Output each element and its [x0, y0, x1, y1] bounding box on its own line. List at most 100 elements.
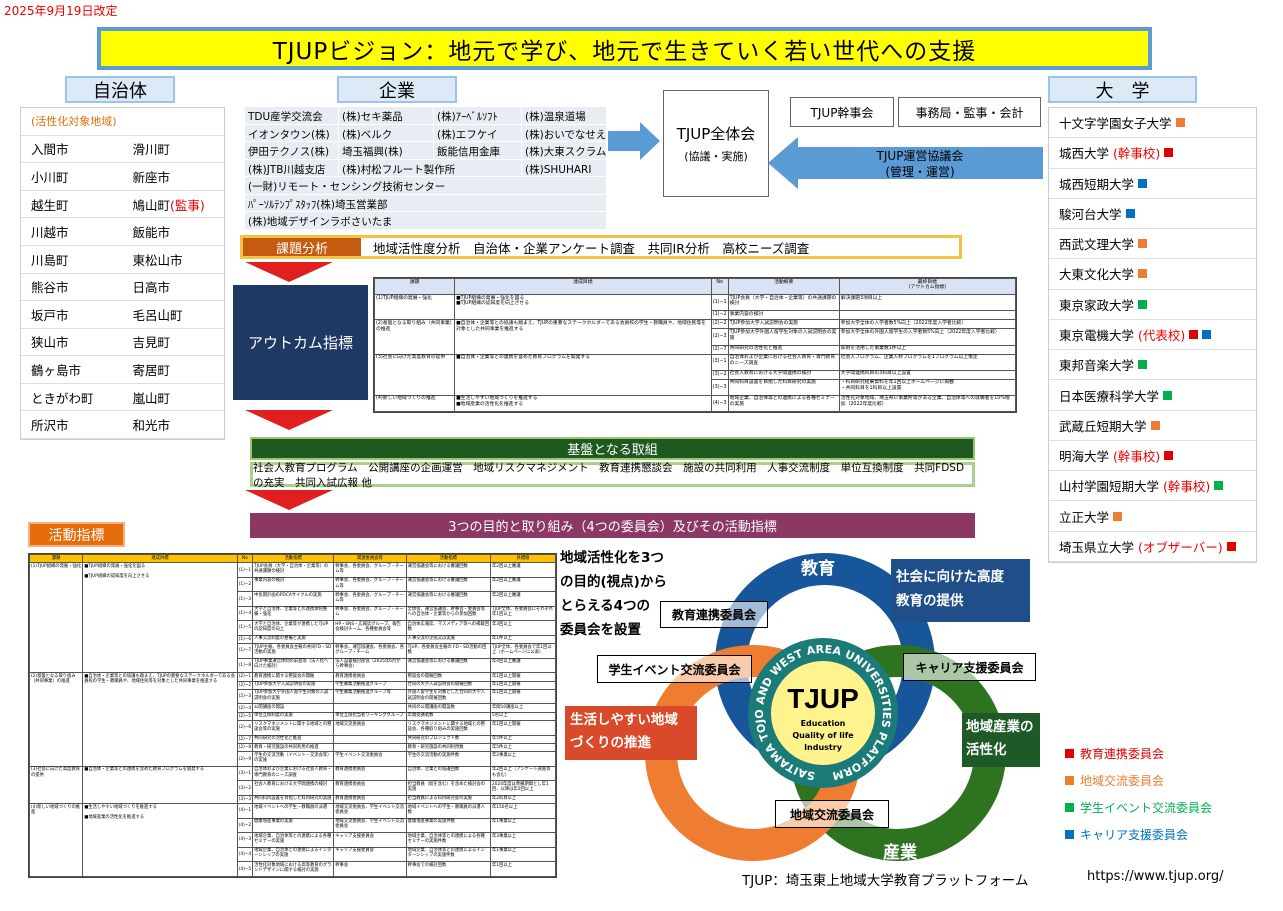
committee-marker-icon	[1138, 269, 1148, 279]
arrow-down-icon	[245, 262, 333, 282]
table-cell: 幹事会、各委員会、グループ・チーム等	[333, 562, 407, 578]
table-cell: 共同科目設置を目指した科目研究の実施	[252, 794, 335, 805]
university-name: 東邦音楽大学	[1059, 358, 1135, 374]
university-name: 埼玉県立大学	[1059, 539, 1135, 555]
logo-line: Industry	[804, 743, 843, 752]
table-cell: 参加大学全体の入学者数5%向上（2022年度入学者比較）	[838, 319, 1016, 330]
company-name: (一財)リモート・センシング技術センター	[245, 177, 607, 194]
table-cell: 運営協議会等における審議回数	[405, 657, 492, 674]
committee-marker-icon	[1138, 299, 1148, 309]
intro-line: とらえる4つの	[560, 598, 650, 614]
committee-marker-icon	[1163, 390, 1173, 400]
number-cell: (4)−2	[236, 817, 254, 834]
analysis-bar: 課題分析 地域活性度分析 自治体・企業アンケート調査 共同IR分析 高校ニーズ調…	[240, 235, 962, 259]
number-cell: (3)−2	[236, 780, 254, 796]
legend-marker-icon	[1065, 749, 1074, 758]
university-name: 明海大学	[1059, 449, 1110, 465]
column-header: No	[236, 554, 254, 564]
issue-cell: (1)TJUP組織の発展・強化	[29, 562, 84, 674]
table-row: (1)TJUP組織の発展・強化■TJUP組織の発展・強化を図る ■TJUP組織の…	[29, 562, 556, 674]
table-cell: 地域交流委員会	[333, 720, 407, 736]
table-cell: TJUP会員（大学・自治体・企業等）の共通課題の検討	[727, 294, 840, 312]
table-cell: 教育・研究施設の共同利用数	[405, 743, 492, 753]
committee-marker-icon	[1125, 208, 1135, 218]
company-name: TDU産学交流会	[245, 107, 339, 124]
company-name: 埼玉福興(株)	[339, 142, 434, 159]
legend-item: 学生イベント交流委員会	[1065, 794, 1212, 821]
number-cell: (2)−3	[236, 688, 254, 705]
table-cell: 事業内容の検討	[252, 576, 335, 593]
table-cell: 年1件以上	[490, 634, 556, 645]
table-cell: 年間10講座以上	[490, 703, 556, 713]
university-name: 武蔵丘短期大学	[1059, 418, 1147, 434]
table-cell: 地域企業、自治体等との連携によるインターンシップの実施件数	[405, 846, 492, 863]
table-cell: 年2事業以上	[490, 751, 556, 767]
municipality-item: 東松山市	[122, 246, 224, 274]
logo-line: Education	[801, 719, 846, 728]
outcome-label: アウトカム指標	[233, 285, 368, 400]
company-name: (株)村松フルート製作所	[339, 159, 522, 176]
company-name: (株)温泉道場	[522, 107, 607, 124]
column-header: No	[710, 278, 729, 296]
table-cell: 年1回以上開催	[490, 680, 556, 690]
table-cell: 年2回以上審議	[490, 562, 556, 578]
table-cell: 学生イベント交流委員会	[333, 751, 407, 767]
table-cell: 共同研究の活性化と推進	[252, 734, 335, 745]
municipalities-header: 自治体	[65, 76, 175, 103]
municipality-item: 飯能市	[122, 218, 224, 246]
purpose-education-box: 社会に向けた高度教育の提供	[891, 559, 1030, 622]
table-cell: 教育・研究施設の共同利用の推進	[252, 743, 335, 753]
table-cell: 担当教員による科目研究会の実施	[405, 794, 492, 805]
number-cell: (1)−7	[236, 643, 254, 659]
goal-cell: ■自治体・企業等との連携を含めた教育プログラムを開発する	[454, 353, 712, 396]
number-cell: (1)−2	[710, 310, 729, 321]
university-role: (幹事校)	[1163, 479, 1211, 495]
number-cell: (1)−4	[236, 605, 254, 622]
committee-marker-icon	[1189, 329, 1199, 339]
column-header: 達成目標	[454, 278, 712, 296]
table-cell: 法人設置検討部会（2025年6月から幹事会）	[333, 657, 407, 674]
number-cell: (2)−2	[236, 680, 254, 690]
universities-list: 十文字学園女子大学城西大学(幹事校)城西短期大学駿河台大学西武文理大学大東文化大…	[1048, 107, 1257, 563]
goal-cell: ■生活しやすい地域づくりを推進する ■地域産業の活性化を推進する	[82, 803, 238, 877]
table-cell: 年1回以上開催	[490, 688, 556, 705]
goal-cell: ■自治体・企業等との連携を含めた教育プログラムを開発する	[82, 765, 238, 805]
steering-council-sub: (管理・運営)	[885, 165, 955, 179]
table-cell	[333, 703, 407, 713]
municipality-item: 熊谷市	[21, 274, 123, 302]
number-cell: (2)−2	[710, 319, 729, 330]
university-role: (幹事校)	[1113, 449, 1161, 465]
table-cell: TJUP参加大学入試説明会の実施	[252, 680, 335, 690]
table-cell: 5名以上	[490, 711, 556, 722]
website-link[interactable]: https://www.tjup.org/	[1087, 869, 1224, 884]
university-name: 城西大学	[1059, 146, 1110, 162]
number-cell: (2)−9	[236, 751, 254, 767]
table-cell: リスクマネジメントに関する地域との懇談会等の実施	[252, 720, 335, 736]
table-cell: 地域企業、自治体等との連携による各種セミナーの実施	[252, 832, 335, 848]
table-cell: TJUP事業運営体制の前進等（法人化へ向けた検討）	[252, 657, 335, 674]
table-cell: 地域交流委員会、学生イベント交流委員会	[333, 803, 407, 819]
table-cell: 年2回以上審議	[490, 591, 556, 607]
table-cell	[838, 310, 1016, 321]
table-cell: 人事交流制度の整備と実施	[252, 634, 335, 645]
table-cell: 年2回以上（アンケート調査等も含む）	[490, 765, 556, 782]
company-name: イオンタウン(株)	[245, 124, 339, 141]
table-cell: 共同の公開講座の開設数	[405, 703, 492, 713]
university-item: 武蔵丘短期大学	[1049, 411, 1256, 441]
target-area-label: (活性化対象地域)	[21, 108, 123, 136]
arrow-down-icon	[245, 490, 333, 510]
committee-marker-icon	[1164, 451, 1174, 461]
table-cell: 社会人教育における大学間連携の検討	[727, 369, 840, 380]
committee-marker-icon	[1214, 481, 1224, 491]
table-cell: 地域イベントへの学生・教職員の派遣	[252, 803, 335, 819]
table-cell: 教育連携委員会	[333, 765, 407, 782]
table-row: (3)社会に向けた高度教育の提供■自治体・企業等との連携を含めた教育プログラムを…	[374, 353, 1016, 396]
column-header: 活動指標	[405, 554, 492, 564]
number-cell: (1)−2	[236, 576, 254, 593]
table-cell: 年1事業以上	[490, 817, 556, 834]
